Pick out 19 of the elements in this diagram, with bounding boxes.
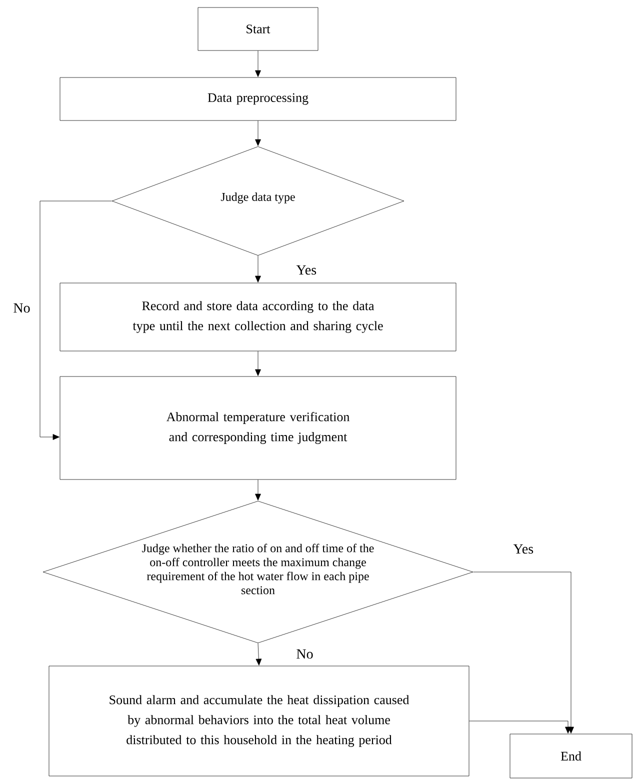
arrow — [255, 256, 261, 282]
process-box: Data preprocessing — [60, 77, 456, 121]
process-box: Sound alarm and accumulate the heat dissipation caused by abnormal behaviors into the total heat volume distributed to this household in the heating period — [48, 666, 470, 776]
edge-label: Yes — [513, 544, 534, 554]
process-box: Start — [198, 7, 318, 51]
edge-label: Yes — [296, 265, 316, 275]
process-box: Record and store data according to the data type until the next collection and sharing cycle — [60, 282, 456, 352]
arrow — [256, 643, 262, 666]
process-box: Abnormal temperature verification and corresponding time judgment — [60, 376, 456, 480]
arrow — [473, 572, 574, 734]
arrow — [255, 120, 261, 146]
arrow — [255, 480, 261, 500]
process-box: End — [510, 734, 632, 778]
edge-label: No — [14, 303, 30, 313]
arrow — [255, 351, 261, 376]
arrow — [255, 50, 261, 77]
edge-label: No — [296, 649, 313, 659]
arrow — [40, 200, 112, 440]
arrow — [469, 720, 571, 734]
